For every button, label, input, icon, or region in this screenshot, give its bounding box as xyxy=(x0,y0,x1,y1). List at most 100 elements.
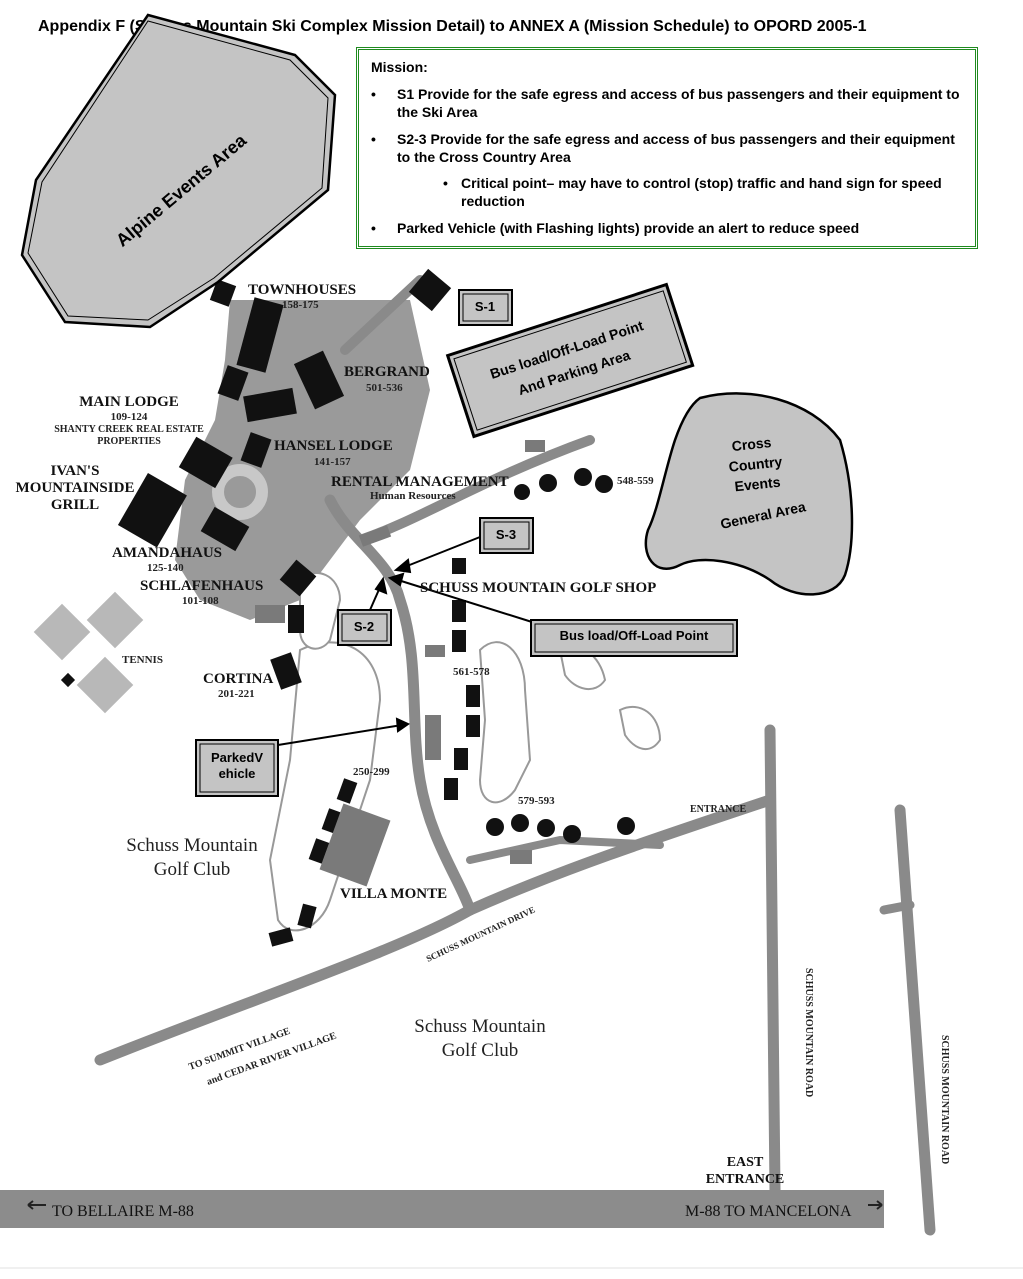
callout-s3-inner xyxy=(483,521,530,550)
label-schlafenhaus-num: 101-108 xyxy=(182,595,219,607)
label-tennis: TENNIS xyxy=(122,654,163,666)
building xyxy=(511,814,529,832)
callout-s2-inner xyxy=(341,613,388,642)
callout-parked-box xyxy=(195,739,279,797)
buildings xyxy=(60,268,635,947)
arrow-s2-head xyxy=(374,576,388,595)
building xyxy=(466,685,480,707)
label-golf-shop: SCHUSS MOUNTAIN GOLF SHOP xyxy=(420,580,656,596)
label-rental-management: RENTAL MANAGEMENT xyxy=(331,474,509,490)
bus-parking-box-inner xyxy=(453,290,687,431)
label-ivans-2: MOUNTAINSIDE xyxy=(16,480,135,496)
east-spur-road xyxy=(879,900,915,915)
label-schlafenhaus: SCHLAFENHAUS xyxy=(140,578,263,594)
building xyxy=(539,474,557,492)
callout-bus-point-label: Bus load/Off-Load Point xyxy=(560,628,709,643)
label-cortina-num: 201-221 xyxy=(218,688,255,700)
label-cortina: CORTINA xyxy=(203,671,273,687)
building xyxy=(358,525,392,547)
callout-arrows xyxy=(277,536,533,746)
label-east-entrance: ENTRANCE xyxy=(706,1172,785,1187)
building xyxy=(595,475,613,493)
label-golf-club-1b: Golf Club xyxy=(154,859,231,880)
building xyxy=(574,468,592,486)
building xyxy=(425,645,445,657)
label-amandahaus-num: 125-140 xyxy=(147,562,184,574)
building xyxy=(510,850,532,864)
label-golf-club-1a: Schuss Mountain xyxy=(126,835,258,856)
building xyxy=(236,297,284,373)
callout-s2-box xyxy=(337,609,392,646)
label-schuss-mountain-road-2: SCHUSS MOUNTAIN ROAD xyxy=(939,1035,950,1164)
callout-parked-inner xyxy=(199,743,275,793)
villa-monte-building xyxy=(319,803,391,887)
building xyxy=(321,808,343,834)
building xyxy=(452,630,466,652)
label-bergrand: BERGRAND xyxy=(344,364,430,380)
label-entrance: ENTRANCE xyxy=(690,804,746,815)
west-arrow-icon xyxy=(27,1200,46,1210)
arrow-parked xyxy=(277,724,403,746)
building xyxy=(268,927,294,947)
arrow-s3 xyxy=(401,536,481,569)
mission-item-s1: S1 Provide for the safe egress and acces… xyxy=(371,85,961,121)
label-human-resources: Human Resources xyxy=(370,490,456,502)
building xyxy=(270,652,302,690)
label-villa-monte: VILLA MONTE xyxy=(340,886,447,902)
villa-road xyxy=(466,835,664,864)
townhouse-road xyxy=(340,275,425,355)
building xyxy=(617,817,635,835)
label-townhouses: TOWNHOUSES xyxy=(248,282,356,298)
mission-item-parked-vehicle: Parked Vehicle (with Flashing lights) pr… xyxy=(371,219,961,237)
building xyxy=(452,558,466,574)
label-ivans-1: IVAN'S xyxy=(51,463,100,479)
callout-bus-point-box xyxy=(530,619,738,657)
building xyxy=(240,432,272,468)
label-townhouses-num: 158-175 xyxy=(282,299,319,311)
cross-country-label-1: Cross xyxy=(731,434,772,454)
fairway-3 xyxy=(299,571,342,650)
fairway-4 xyxy=(618,705,662,750)
building xyxy=(537,819,555,837)
arrow-bus-point xyxy=(397,579,533,623)
label-ivans-3: GRILL xyxy=(51,497,99,513)
fairway-2 xyxy=(478,641,532,804)
building xyxy=(255,605,285,623)
page-title: Appendix F (Schuss Mountain Ski Complex … xyxy=(38,18,867,35)
building xyxy=(514,484,530,500)
gray-buildings xyxy=(255,440,545,887)
cross-country-area xyxy=(644,392,854,596)
callout-s1-label: S-1 xyxy=(475,299,495,314)
label-250-299: 250-299 xyxy=(353,766,390,778)
label-hansel-num: 141-157 xyxy=(314,456,351,468)
label-shanty: SHANTY CREEK REAL ESTATE xyxy=(54,424,204,435)
alpine-events-area-border xyxy=(27,20,329,321)
building xyxy=(178,436,233,489)
label-amandahaus: AMANDAHAUS xyxy=(112,545,222,561)
label-properties: PROPERTIES xyxy=(97,436,161,447)
building xyxy=(243,387,297,423)
building xyxy=(444,778,458,800)
building xyxy=(200,506,250,552)
callout-bus-point-inner xyxy=(534,623,734,653)
building xyxy=(279,559,317,597)
building xyxy=(117,473,187,548)
building xyxy=(466,715,480,737)
arrow-s3-head xyxy=(393,558,412,574)
roundabout xyxy=(212,464,268,520)
building xyxy=(217,365,249,401)
roads xyxy=(94,275,936,1236)
building xyxy=(563,825,581,843)
label-east: EAST xyxy=(727,1155,764,1170)
building xyxy=(425,715,441,760)
m88-highway xyxy=(0,1190,884,1228)
label-hansel-lodge: HANSEL LODGE xyxy=(274,438,393,454)
building xyxy=(293,350,345,410)
building xyxy=(525,440,545,452)
callout-s1: S-1 xyxy=(458,289,513,326)
callout-s3: S-3 xyxy=(479,517,534,554)
callout-parked-label-1: ParkedV xyxy=(211,750,263,765)
east-arrow-icon xyxy=(868,1200,883,1210)
mission-list: S1 Provide for the safe egress and acces… xyxy=(371,85,961,237)
